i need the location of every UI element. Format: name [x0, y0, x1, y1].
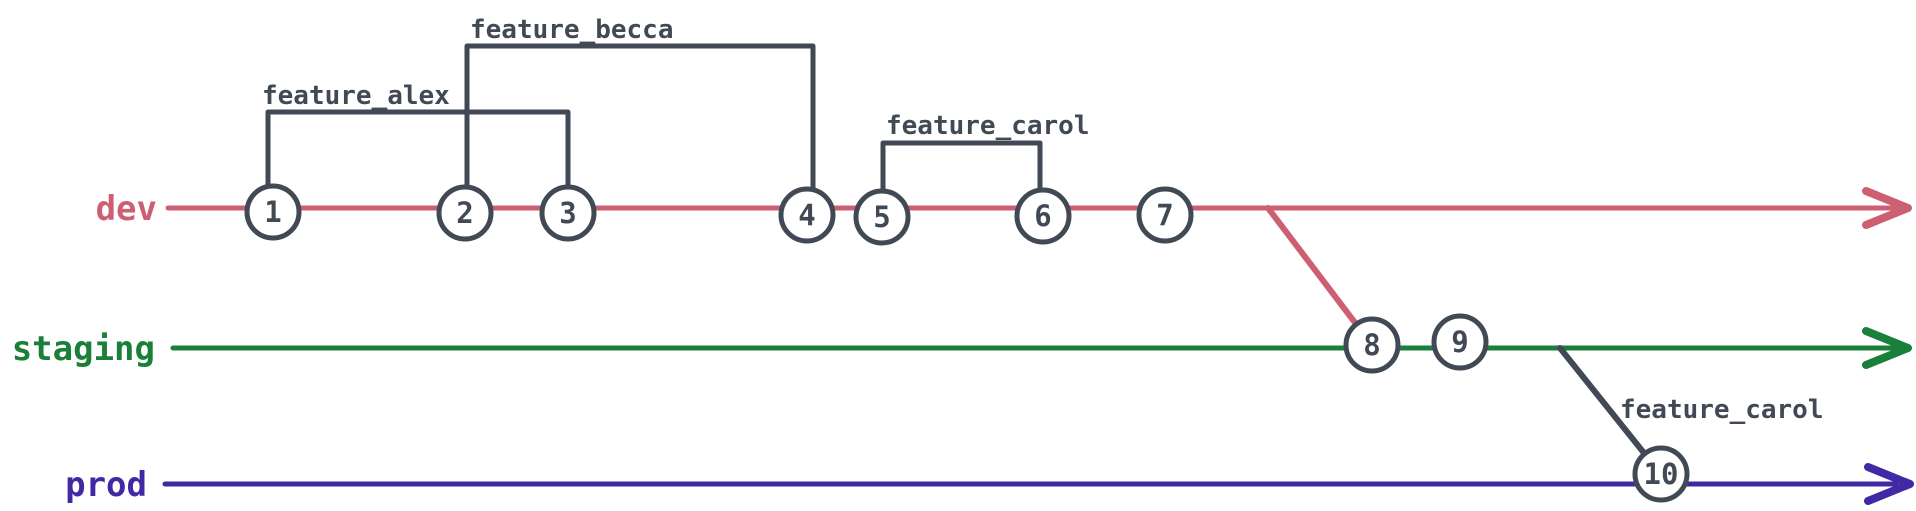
- branch-label-dev: dev: [96, 189, 157, 229]
- feature-bracket-feature_carol: [880, 140, 1043, 194]
- branch-arrow-dev-icon: [1862, 187, 1912, 229]
- commit-node-4: [778, 186, 836, 244]
- commit-node-2: [436, 184, 494, 242]
- commit-label-3: 3: [559, 196, 576, 230]
- feature-label-feature_alex: feature_alex: [262, 81, 450, 111]
- commit-node-9: [1431, 313, 1489, 371]
- staging-to-prod-merge: [1557, 345, 1647, 456]
- commit-node-5: [853, 188, 911, 246]
- feature-bracket-feature_becca: [464, 43, 816, 192]
- commit-label-5: 5: [873, 200, 890, 234]
- feature-bracket-feature_alex: [265, 109, 571, 190]
- branch-label-staging: staging: [12, 329, 155, 369]
- commit-node-7: [1136, 186, 1194, 244]
- feature-label-feature_carol: feature_carol: [886, 111, 1090, 141]
- commit-label-8: 8: [1363, 328, 1380, 362]
- commit-label-9: 9: [1451, 325, 1468, 359]
- commit-label-4: 4: [798, 198, 815, 232]
- commit-label-10: 10: [1644, 457, 1679, 491]
- dev-to-staging-merge: [1265, 205, 1359, 327]
- commit-node-6: [1014, 187, 1072, 245]
- feature-label-feature_becca: feature_becca: [470, 15, 674, 45]
- branch-arrow-staging-icon: [1862, 327, 1912, 369]
- commit-node-8: [1343, 316, 1401, 374]
- commit-node-1: [244, 183, 302, 241]
- commit-node-3: [539, 184, 597, 242]
- commit-label-6: 6: [1034, 199, 1051, 233]
- commit-node-10: [1632, 445, 1690, 503]
- commit-label-1: 1: [264, 195, 281, 229]
- commit-label-7: 7: [1156, 198, 1173, 232]
- commit-label-2: 2: [456, 196, 473, 230]
- merge-edge-label: feature_carol: [1620, 395, 1824, 425]
- branch-arrow-prod-icon: [1864, 463, 1914, 505]
- branch-label-prod: prod: [65, 465, 147, 505]
